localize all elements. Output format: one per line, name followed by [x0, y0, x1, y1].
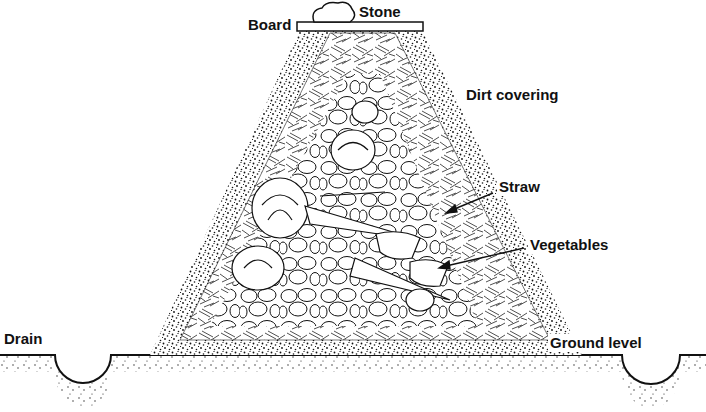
ground-line	[0, 355, 706, 384]
stone	[313, 2, 355, 22]
vegetable-pile	[210, 74, 478, 326]
ground-soil	[0, 355, 706, 408]
straw-layer	[180, 33, 550, 340]
part-label: Vegetables	[528, 236, 610, 254]
part-label: Ground level	[548, 334, 644, 352]
part-label: Stone	[357, 3, 403, 21]
part-label: Board	[246, 16, 293, 34]
dirt-covering	[150, 30, 582, 355]
part-label: Drain	[2, 330, 44, 348]
part-label: Straw	[497, 178, 542, 196]
leader-lines	[439, 193, 524, 269]
part-label: Dirt covering	[464, 86, 561, 104]
vegetables	[232, 101, 450, 311]
board	[297, 22, 423, 31]
